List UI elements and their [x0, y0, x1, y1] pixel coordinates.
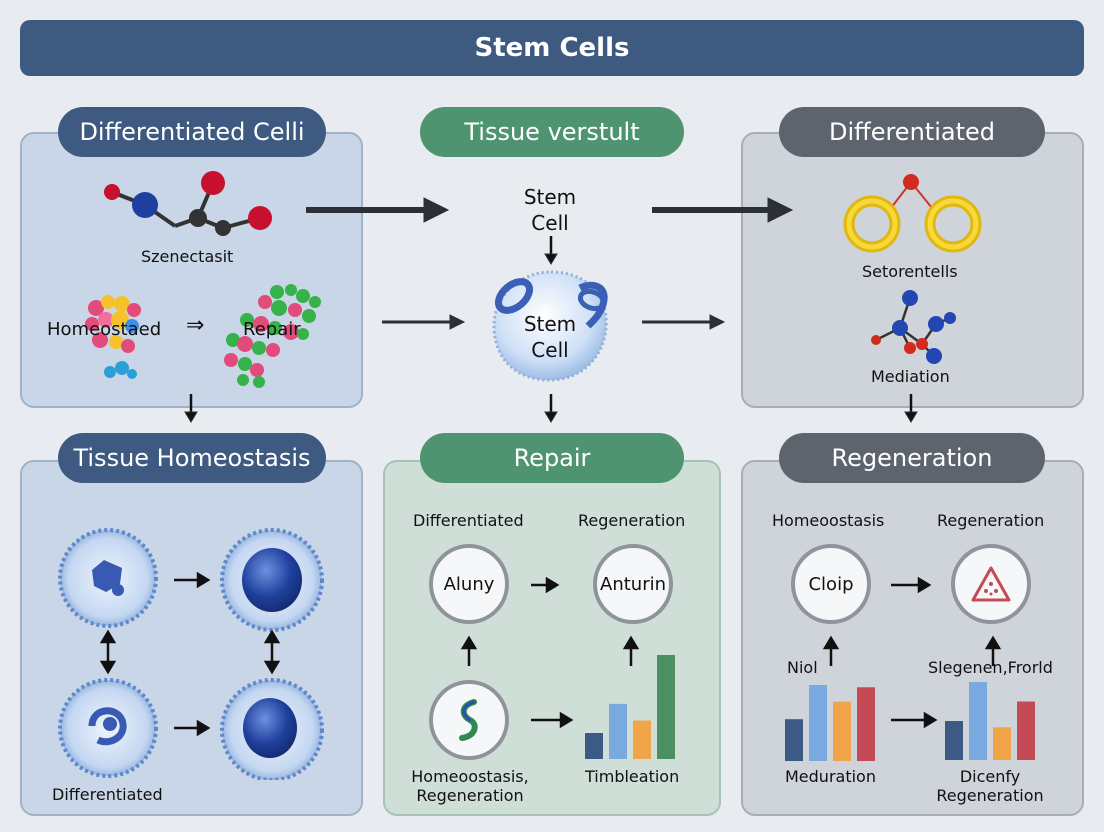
heading-top-center: Tissue verstult: [420, 107, 684, 157]
heading-top-right: Differentiated: [779, 107, 1045, 157]
br-bars-left-group: [785, 685, 875, 761]
br-left-bar-3: [833, 701, 851, 761]
bc-circle-3: [429, 680, 509, 760]
br-col1-label: Homeoostasis: [772, 511, 885, 530]
molecule-top-left-label: Szenectasit: [141, 247, 234, 266]
bc-circle-1: Aluny: [429, 544, 509, 624]
rings-molecule-icon: [843, 174, 982, 253]
stem-cell-label-center-line2: Cell: [531, 338, 569, 362]
br-right-bar-2: [969, 682, 987, 760]
stem-cell-label-top-line2: Cell: [531, 211, 569, 235]
bc-bars-group: [585, 655, 675, 759]
mediation-label: Mediation: [871, 367, 950, 386]
heading-top-left-text: Differentiated Celli: [79, 118, 305, 146]
br-circle-2: [951, 544, 1031, 624]
network-molecule-icon: [871, 290, 956, 364]
heading-bottom-right-text: Regeneration: [831, 444, 993, 472]
molecule-top-left-icon: [104, 171, 272, 236]
bc-bottom-left-label-line2: Regeneration: [416, 786, 524, 805]
bc-bar-2: [609, 703, 627, 759]
page-title-text: Stem Cells: [474, 33, 630, 63]
br-right-bar-1: [945, 721, 963, 760]
br-right-bar-4: [1017, 701, 1035, 760]
stem-cell-label-top-line1: Stem: [523, 185, 577, 209]
bc-col2-label: Regeneration: [578, 511, 686, 530]
br-left-bar-2: [809, 685, 827, 761]
bc-arrows: [460, 576, 640, 729]
stem-cell-label-top: Stem Cell: [500, 184, 600, 236]
bc-bar-4: [657, 655, 675, 759]
br-bar-chart-right: [945, 682, 1035, 760]
bc-bar-chart: [585, 655, 675, 759]
stem-cell-label-center: Stem Cell: [500, 311, 600, 363]
heading-bottom-right: Regeneration: [779, 433, 1045, 483]
repair-protein-icon: [224, 284, 321, 388]
br-arrows: [822, 576, 1002, 729]
heading-bottom-center: Repair: [420, 433, 684, 483]
br-side-label-1: Niol: [787, 658, 818, 677]
cell-diagram-bottom-left: [58, 528, 324, 780]
bc-bottom-left-label-line1: Homeoostasis,: [411, 767, 529, 786]
bc-col1-label: Differentiated: [413, 511, 524, 530]
br-circle-1-text: Cloip: [808, 573, 854, 595]
homeostasis-label-top-left: Homeostaed: [47, 319, 162, 340]
br-circle-1: Cloip: [791, 544, 871, 624]
heading-bottom-left: Tissue Homeostasis: [58, 433, 326, 483]
br-bars-right-group: [945, 682, 1035, 760]
heading-bottom-center-text: Repair: [513, 444, 591, 472]
br-bottom-right-label-line1: Dicenfy: [959, 767, 1021, 786]
double-arrow-glyph: ⇒: [186, 313, 205, 338]
bc-bottom-left-label: Homeoostasis, Regeneration: [400, 767, 540, 805]
heading-top-center-text: Tissue verstult: [464, 118, 640, 146]
bc-circle-1-text: Aluny: [443, 573, 495, 595]
br-right-bar-3: [993, 727, 1011, 760]
bottom-left-footer-label: Differentiated: [52, 785, 163, 804]
heading-top-left: Differentiated Celli: [58, 107, 326, 157]
stem-cell-label-center-line1: Stem: [523, 312, 577, 336]
protein-cluster-icon: [85, 295, 141, 379]
repair-label-top-left: Repair: [243, 319, 301, 340]
br-col2-label: Regeneration: [937, 511, 1045, 530]
rings-label: Setorentells: [862, 262, 958, 281]
warning-triangle-icon: [971, 566, 1011, 602]
br-left-bar-1: [785, 719, 803, 761]
heading-bottom-left-text: Tissue Homeostasis: [73, 444, 311, 472]
heading-top-right-text: Differentiated: [829, 118, 995, 146]
bc-circle-2: Anturin: [593, 544, 673, 624]
br-bottom-right-label-line2: Regeneration: [936, 786, 1044, 805]
s-curve-icon: [459, 699, 478, 741]
page-title: Stem Cells: [20, 20, 1084, 76]
br-side-label-2: Slegenen,Frorld: [928, 658, 1053, 677]
bc-bar-1: [585, 733, 603, 759]
bc-bottom-right-label: Timbleation: [585, 767, 680, 786]
stem-cell-icon: [492, 270, 608, 382]
panel-top-left: [20, 132, 363, 408]
br-bottom-right-label: Dicenfy Regeneration: [925, 767, 1055, 805]
br-bar-chart-left: [785, 685, 875, 761]
bc-bar-3: [633, 720, 651, 759]
br-left-bar-4: [857, 687, 875, 761]
bc-circle-2-text: Anturin: [600, 573, 666, 595]
br-bottom-left-label: Meduration: [785, 767, 876, 786]
